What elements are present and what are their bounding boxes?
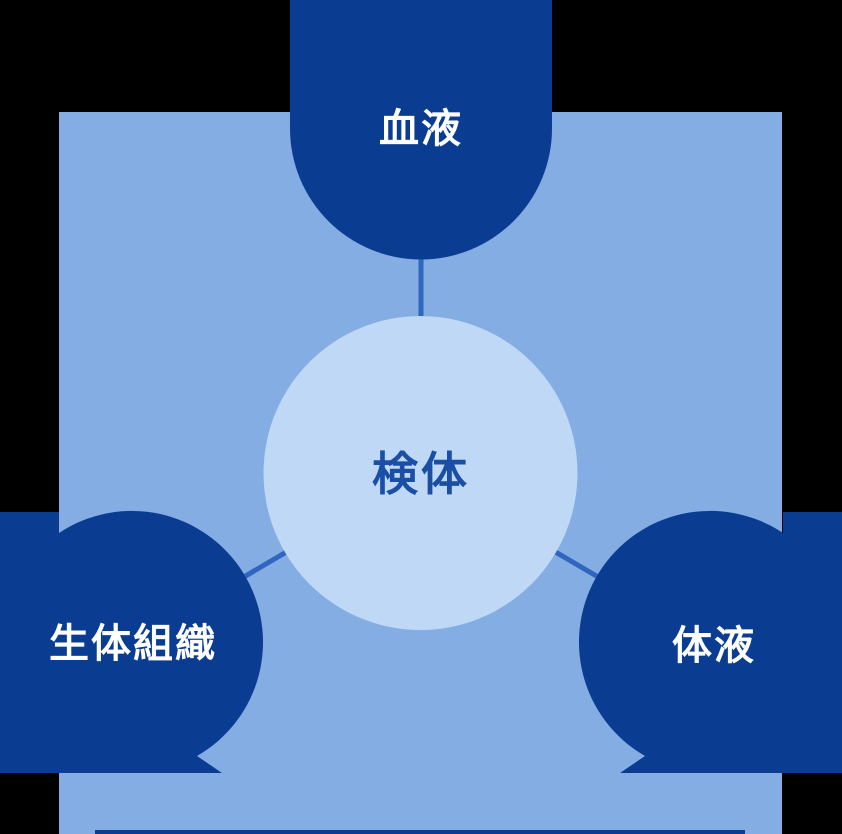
node-blood-label: 血液 [379,106,463,152]
node-fluid-bubble [578,510,842,773]
center-specimen-label: 検体 [372,447,470,501]
node-fluid-label: 体液 [672,623,756,669]
node-tissue-bubble [0,510,264,773]
node-tissue-label: 生体組織 [49,621,217,667]
center-specimen-circle [263,316,578,630]
node-blood-bubble [290,0,552,260]
bottom-accent-bar [95,830,745,834]
